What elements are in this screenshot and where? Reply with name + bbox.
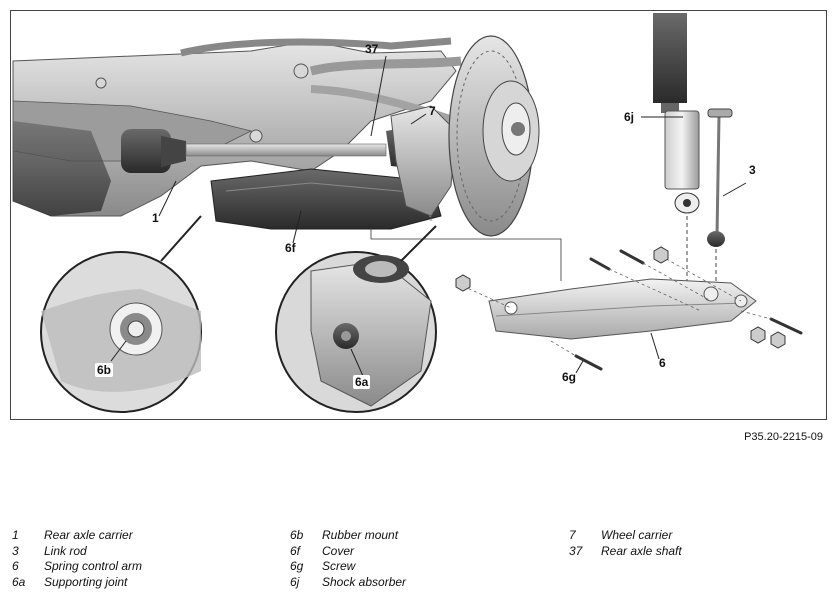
wheel-carrier [390,35,540,237]
callout-37: 37 [365,42,379,56]
axle-illustration [12,13,803,413]
shock-absorber [653,13,700,311]
callout-6b: 6b [95,363,114,377]
callout-6j: 6j [624,110,635,124]
callout-6f: 6f [285,241,296,255]
callout-6a: 6a [353,375,371,389]
callout-3: 3 [749,163,756,177]
figure-frame: 37 7 1 6f 6j 3 6 6g 6b 6a [10,10,827,420]
callout-leaders [110,55,747,377]
detail-rubber-mount [40,215,202,413]
spring-control-arm [488,278,757,340]
figure-code: P35.20-2215-09 [744,431,823,443]
callout-1: 1 [152,211,159,225]
callout-6: 6 [659,356,666,370]
detail-supporting-joint [275,225,437,413]
link-rod [707,108,733,301]
screw-set [455,246,803,371]
callout-7: 7 [429,104,436,118]
callout-6g: 6g [562,370,577,384]
rear-axle-carrier [12,40,457,217]
